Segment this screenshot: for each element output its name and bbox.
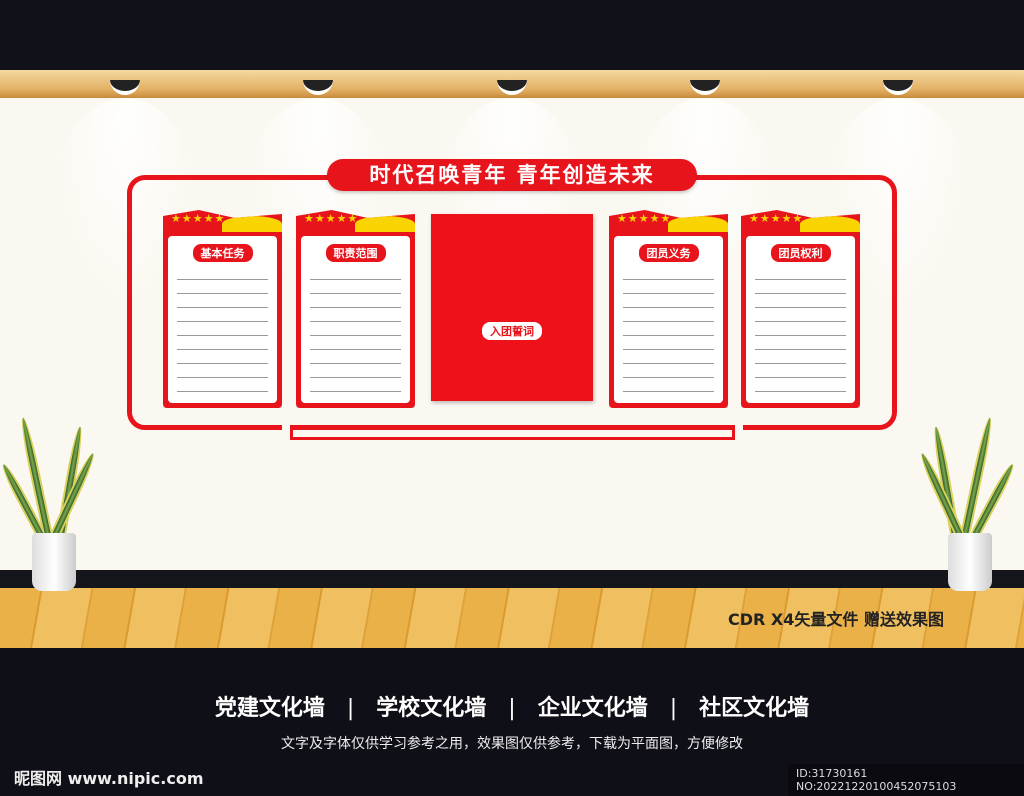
wood-floor	[0, 588, 1024, 648]
banner-title: 时代召唤青年 青年创造未来	[327, 159, 697, 191]
frame-gap	[735, 420, 743, 434]
category: 企业文化墙	[537, 696, 648, 721]
panel-title: 基本任务	[192, 244, 253, 262]
separator: |	[669, 696, 678, 721]
separator: |	[346, 696, 355, 721]
spotlight-icon	[303, 80, 333, 95]
wave-decoration	[668, 216, 728, 232]
frame-decoration	[290, 428, 735, 440]
spotlight-icon	[497, 80, 527, 95]
text-lines	[177, 266, 268, 393]
category: 学校文化墙	[376, 696, 487, 721]
panel-member-rights: ★★★★★ 团员权利	[741, 210, 860, 408]
spotlight-icon	[883, 80, 913, 95]
text-lines	[755, 266, 846, 393]
wave-decoration	[222, 216, 282, 232]
panel-title: 职责范围	[325, 244, 386, 262]
spotlight-icon	[110, 80, 140, 95]
panel-member-duties: ★★★★★ 团员义务	[609, 210, 728, 408]
disclaimer: 文字及字体仅供学习参考之用，效果图仅供参考，下载为平面图，方便修改	[281, 736, 743, 752]
spotlight-icon	[690, 80, 720, 95]
file-note: CDR X4矢量文件 赠送效果图	[728, 610, 944, 629]
category: 党建文化墙	[214, 696, 325, 721]
stars-icon: ★★★★★	[304, 212, 359, 225]
panel-title: 团员义务	[638, 244, 699, 262]
panel-basic-tasks: ★★★★★ 基本任务	[163, 210, 282, 408]
image-id: ID:31730161 NO:20221220100452075103	[788, 764, 1024, 796]
category: 社区文化墙	[699, 696, 810, 721]
plant-pot	[32, 533, 76, 591]
frame-gap	[282, 420, 290, 434]
text-lines	[623, 266, 714, 393]
separator: |	[508, 696, 516, 721]
top-band	[0, 0, 1024, 70]
wave-decoration	[800, 216, 860, 232]
text-lines	[310, 266, 401, 393]
panel-responsibilities: ★★★★★ 职责范围	[296, 210, 415, 408]
stars-icon: ★★★★★	[749, 212, 804, 225]
plant-pot	[948, 533, 992, 591]
center-panel: 入团誓词	[431, 214, 593, 401]
stars-icon: ★★★★★	[617, 212, 672, 225]
stars-icon: ★★★★★	[171, 212, 226, 225]
panel-title: 团员权利	[770, 244, 831, 262]
category-list: 党建文化墙 | 学校文化墙 | 企业文化墙 | 社区文化墙	[0, 690, 1024, 722]
wave-decoration	[355, 216, 415, 232]
baseboard	[0, 570, 1024, 588]
watermark-logo: 昵图网 www.nipic.com	[14, 769, 204, 788]
center-panel-title: 入团誓词	[482, 322, 542, 340]
